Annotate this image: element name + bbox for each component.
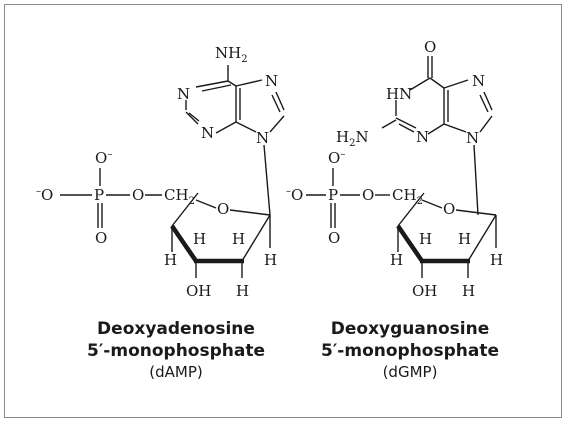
dgmp-ester-oxygen: O <box>362 186 374 204</box>
damp-name-line1: Deoxyadenosine <box>97 319 255 339</box>
damp-deoxyribose-ring <box>170 192 271 278</box>
dgmp-n9-label: N <box>466 129 479 147</box>
damp-structure: NH2 N N N N O– –O P O CH2 O <box>36 44 285 300</box>
dgmp-h-c4: H <box>419 230 432 248</box>
damp-caption: Deoxyadenosine 5′-monophosphate (dAMP) <box>66 318 286 382</box>
dgmp-phosphate-o-top: O– <box>328 149 345 167</box>
dgmp-amino-group: H2N <box>336 128 369 149</box>
dgmp-name-line2: 5′-monophosphate <box>320 341 499 361</box>
damp-h-c4: H <box>193 230 206 248</box>
damp-adenine-bonds <box>185 65 285 216</box>
damp-ester-oxygen: O <box>132 186 144 204</box>
damp-hydroxyl: OH <box>186 282 211 300</box>
dgmp-guanine-bonds <box>381 56 493 216</box>
damp-name-line2: 5′-monophosphate <box>86 341 265 361</box>
dgmp-deoxyribose-ring <box>396 192 497 278</box>
dgmp-hydroxyl: OH <box>412 282 437 300</box>
dgmp-ch2-group: CH2 <box>392 186 423 207</box>
damp-ring-oxygen: O <box>217 200 229 218</box>
damp-phosphate-o-bottom: O <box>95 229 107 247</box>
damp-phosphate-group: O– –O P O CH2 O <box>36 149 195 247</box>
damp-h-c2-top: H <box>232 230 245 248</box>
dgmp-n3-label: N <box>416 128 429 146</box>
dgmp-h-c2-bottom: H <box>462 282 475 300</box>
dgmp-h-c1: H <box>490 251 503 269</box>
dgmp-phosphate-o-left: –O <box>286 186 303 204</box>
dgmp-name-line1: Deoxyguanosine <box>330 319 490 339</box>
damp-amino-group: NH2 <box>215 44 248 65</box>
dgmp-phosphate-group: O– –O P O CH2 O <box>286 149 423 247</box>
damp-phosphate-o-top: O– <box>95 149 112 167</box>
dgmp-caption: Deoxyguanosine 5′-monophosphate (dGMP) <box>300 318 520 382</box>
damp-n1-label: N <box>177 85 190 103</box>
damp-h-c4-prime: H <box>164 251 177 269</box>
damp-n9-label: N <box>256 129 269 147</box>
dgmp-ring-oxygen: O <box>443 200 455 218</box>
dgmp-h-c2-top: H <box>458 230 471 248</box>
figure-border <box>4 4 562 418</box>
dgmp-structure: O HN H2N N N N O– –O P O CH2 O <box>286 38 503 300</box>
dgmp-carbonyl-oxygen: O <box>424 38 436 56</box>
dgmp-n7-label: N <box>472 72 485 90</box>
damp-h-c2-bottom: H <box>236 282 249 300</box>
damp-abbreviation: (dAMP) <box>149 363 203 381</box>
dgmp-abbreviation: (dGMP) <box>382 363 438 381</box>
dgmp-h-c4-prime: H <box>390 251 403 269</box>
damp-phosphate-o-left: –O <box>36 186 53 204</box>
dgmp-phosphate-o-bottom: O <box>328 229 340 247</box>
damp-phosphorus: P <box>94 186 104 204</box>
damp-h-c1: H <box>264 251 277 269</box>
damp-n7-label: N <box>265 72 278 90</box>
dgmp-phosphorus: P <box>328 186 338 204</box>
damp-n3-label: N <box>201 124 214 142</box>
dgmp-n1-label: HN <box>386 85 412 103</box>
